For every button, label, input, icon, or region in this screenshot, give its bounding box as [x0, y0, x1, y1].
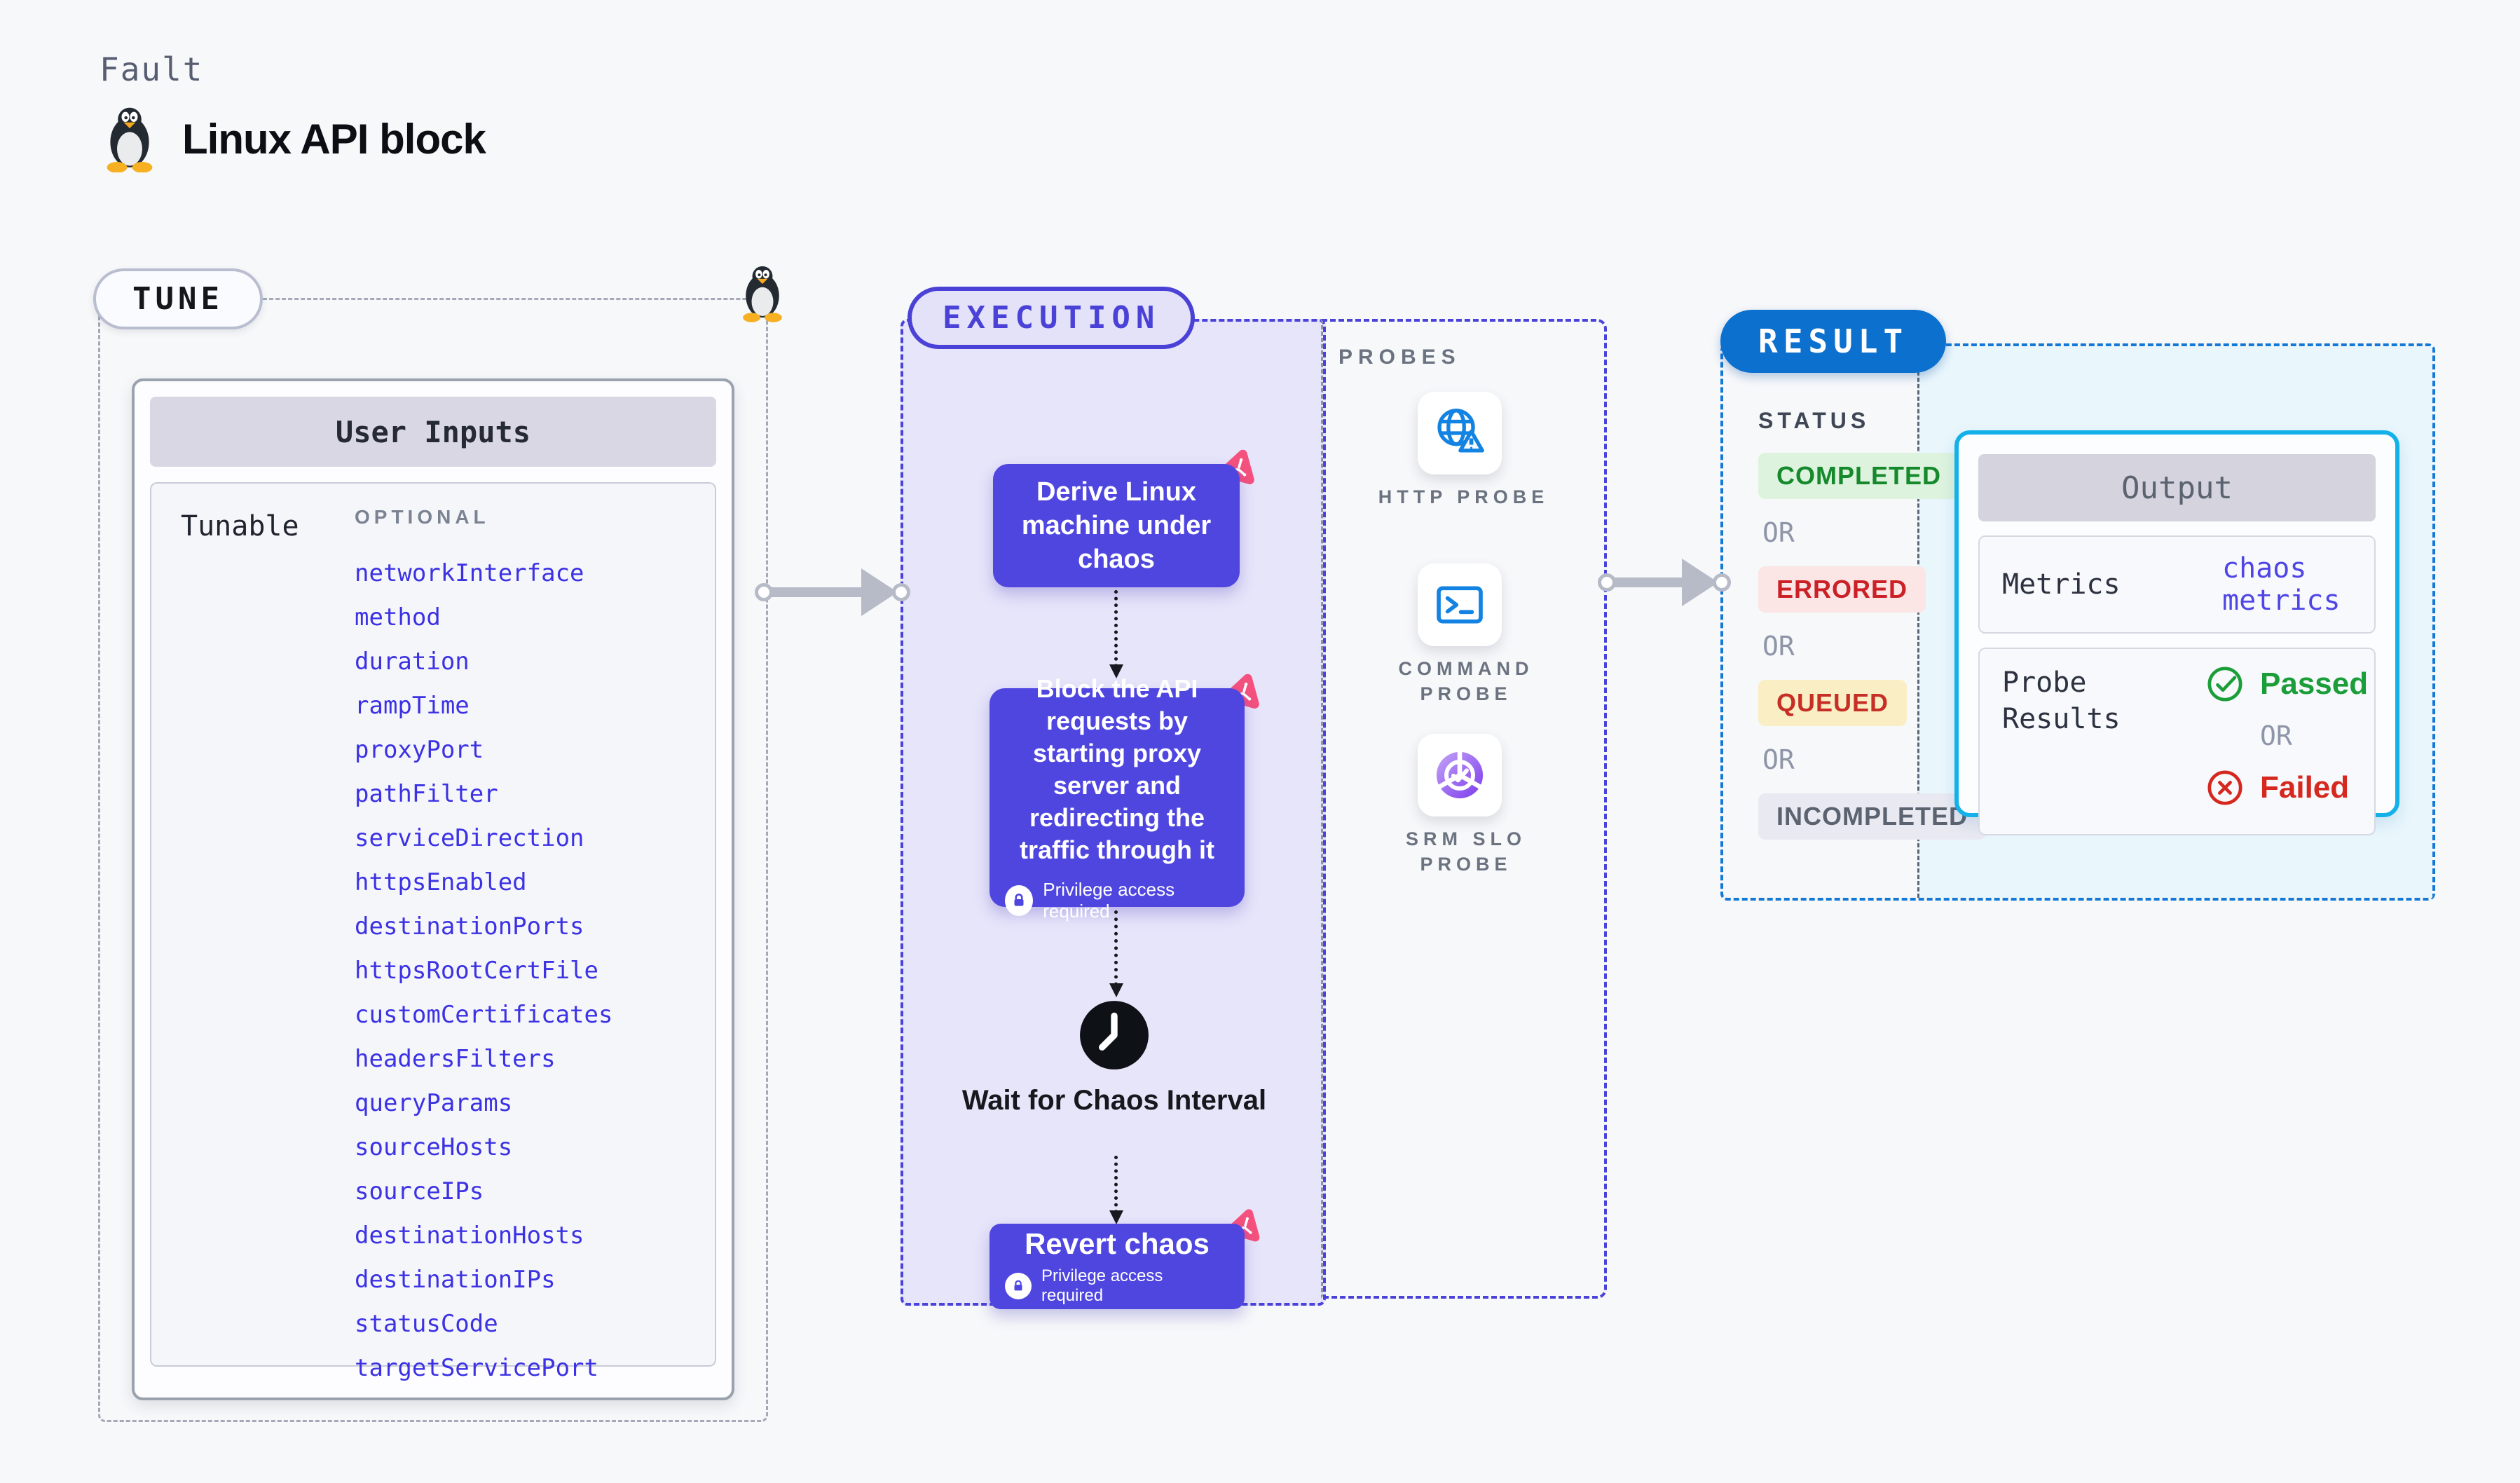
privilege-label: Privilege access required	[1041, 1266, 1163, 1305]
page-title: Linux API block	[182, 115, 486, 163]
param-item: method	[355, 603, 441, 631]
metrics-row: Metrics chaos metrics	[1978, 535, 2376, 634]
param-column: OPTIONAL networkInterface method duratio…	[355, 506, 612, 1381]
failed-row: Failed	[2205, 768, 2368, 807]
wait-interval-label: Wait for Chaos Interval	[961, 1085, 1267, 1116]
slo-donut-check-icon	[1436, 751, 1484, 799]
param-item: headersFilters	[355, 1045, 556, 1073]
user-inputs-card: User Inputs Tunable OPTIONAL networkInte…	[132, 378, 734, 1400]
or-label: OR	[2260, 720, 2292, 751]
param-item: sourceHosts	[355, 1133, 513, 1161]
param-item: proxyPort	[355, 736, 484, 764]
status-badge-incompleted: INCOMPLETED	[1758, 793, 1987, 840]
probe-results-row: Probe Results Passed OR	[1978, 648, 2376, 835]
passed-label: Passed	[2260, 667, 2369, 701]
step-derive-box: Derive Linux machine under chaos	[993, 464, 1240, 587]
or-label: OR	[1762, 631, 1795, 662]
tux-penguin-icon-small	[743, 266, 782, 322]
param-item: queryParams	[355, 1089, 513, 1117]
lock-icon	[1005, 1273, 1032, 1299]
output-card: Output Metrics chaos metrics Probe Resul…	[1954, 430, 2399, 835]
command-probe-label: COMMAND PROBE	[1398, 658, 1534, 704]
privilege-label: Privilege access required	[1043, 879, 1175, 922]
step-revert-wrap: Revert chaos Privilege access required	[989, 1209, 1260, 1309]
metrics-value: chaos metrics	[2222, 552, 2341, 617]
clock-icon	[1080, 1001, 1149, 1069]
flow-connector	[1109, 590, 1123, 678]
srm-slo-probe-card	[1418, 734, 1502, 816]
user-inputs-list: Tunable OPTIONAL networkInterface method…	[150, 482, 716, 1381]
execution-label-pill: EXECUTION	[908, 287, 1196, 349]
privilege-row: Privilege access required	[1005, 879, 1229, 922]
param-item: duration	[355, 648, 470, 676]
param-item: rampTime	[355, 692, 470, 720]
param-item: destinationIPs	[355, 1266, 556, 1294]
tune-label-pill: TUNE	[93, 268, 263, 329]
probe-results-label: Probe Results	[2002, 667, 2121, 735]
tune-to-execution-arrow	[755, 565, 910, 620]
param-item: customCertificates	[355, 1001, 613, 1029]
http-probe-label: HTTP PROBE	[1378, 486, 1549, 507]
result-section: RESULT STATUS COMPLETED OR ERRORED OR QU…	[1720, 310, 2435, 901]
step-block-box: Block the API requests by starting proxy…	[989, 674, 1245, 922]
status-column: COMPLETED OR ERRORED OR QUEUED OR INCOMP…	[1758, 453, 1987, 840]
result-divider	[1917, 346, 1919, 898]
passed-row: Passed	[2205, 664, 2368, 704]
tux-penguin-icon	[107, 107, 153, 172]
lock-icon	[1005, 885, 1034, 916]
failed-label: Failed	[2260, 770, 2350, 805]
step-derive-text: Derive Linux machine under chaos	[1021, 477, 1212, 574]
http-probe-card	[1418, 392, 1502, 474]
fault-kicker: Fault	[100, 50, 204, 88]
param-item: serviceDirection	[355, 824, 584, 852]
privilege-row: Privilege access required	[1005, 1266, 1229, 1306]
or-label: OR	[1762, 517, 1795, 548]
output-header: Output	[1978, 454, 2376, 521]
flow-connector	[1109, 1156, 1123, 1224]
step-revert-box: Revert chaos Privilege access required	[989, 1224, 1245, 1309]
status-header: STATUS	[1758, 408, 1870, 433]
param-item: networkInterface	[355, 559, 584, 587]
probe-results-values: Passed OR Failed	[2205, 664, 2368, 819]
page-title-row: Linux API block	[102, 105, 486, 172]
param-item: httpsRootCertFile	[355, 957, 598, 985]
user-inputs-header: User Inputs	[150, 397, 716, 467]
result-label-pill: RESULT	[1720, 310, 1947, 373]
param-item: destinationHosts	[355, 1222, 584, 1250]
tunable-row-label: Tunable	[181, 510, 299, 542]
tune-section: TUNE User Inputs Tunable OPTIONAL networ…	[93, 266, 782, 1422]
terminal-icon	[1437, 586, 1483, 624]
execution-section: EXECUTION Derive Linux machine under cha…	[901, 287, 1326, 1309]
step-block-text: Block the API requests by starting proxy…	[1020, 674, 1214, 864]
status-badge-completed: COMPLETED	[1758, 453, 1960, 499]
x-circle-icon	[2207, 770, 2242, 805]
optional-column-header: OPTIONAL	[355, 506, 490, 528]
status-badge-queued: QUEUED	[1758, 680, 1908, 726]
globe-warning-icon	[1437, 409, 1484, 453]
step-derive-wrap: Derive Linux machine under chaos	[993, 449, 1254, 587]
flow-connector	[1109, 910, 1123, 997]
check-circle-icon	[2207, 667, 2242, 702]
srm-slo-probe-label: SRM SLO PROBE	[1405, 828, 1526, 875]
or-label: OR	[1762, 744, 1795, 775]
probes-header: PROBES	[1338, 346, 1461, 369]
param-item: statusCode	[355, 1310, 498, 1338]
param-item: sourceIPs	[355, 1177, 484, 1205]
command-probe-card	[1418, 563, 1502, 646]
probes-to-result-arrow	[1598, 555, 1731, 610]
step-block-wrap: Block the API requests by starting proxy…	[989, 674, 1259, 922]
param-item: httpsEnabled	[355, 868, 527, 896]
param-item: pathFilter	[355, 780, 498, 808]
step-revert-text: Revert chaos	[1025, 1227, 1210, 1260]
param-item: targetServicePort	[355, 1354, 598, 1382]
probes-section: PROBES HTTP PROBE COMMAND PROBE	[1321, 319, 1607, 1299]
status-badge-errored: ERRORED	[1758, 566, 1926, 613]
metrics-label: Metrics	[2002, 568, 2121, 601]
param-item: destinationPorts	[355, 913, 584, 941]
